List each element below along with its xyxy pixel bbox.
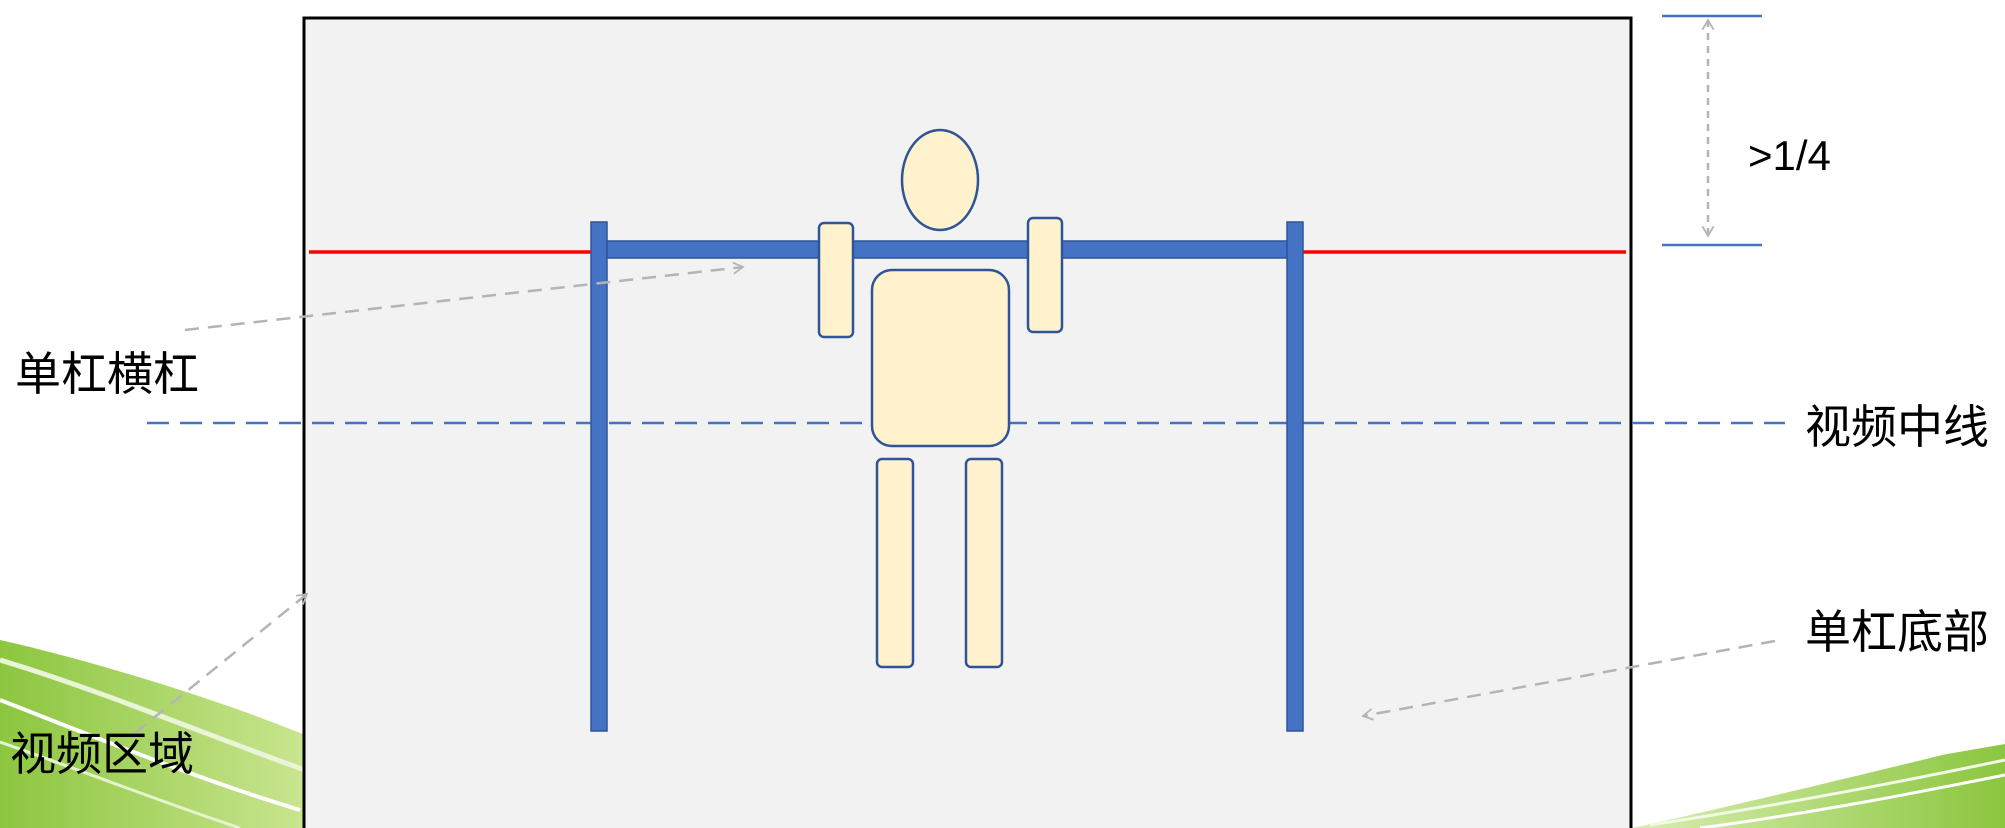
bar-post-left — [591, 222, 607, 731]
figure-leg-left — [877, 459, 913, 667]
label-bar-crossbar: 单杠横杠 — [15, 347, 199, 401]
label-bar-bottom: 单杠底部 — [1805, 605, 1989, 659]
decorative-swoosh-right — [1632, 740, 2005, 828]
bar-crossbar — [607, 241, 1287, 258]
margin-ratio-indicator: >1/4 — [1662, 16, 1831, 245]
figure-arm-right — [1028, 218, 1062, 332]
bar-post-right — [1287, 222, 1303, 731]
label-video-area: 视频区域 — [10, 727, 194, 781]
figure-torso — [872, 270, 1009, 446]
figure-arm-left — [819, 223, 853, 337]
figure-leg-right — [966, 459, 1002, 667]
label-video-centerline: 视频中线 — [1805, 400, 1989, 454]
figure-head — [902, 130, 978, 230]
ratio-label: >1/4 — [1748, 132, 1831, 179]
